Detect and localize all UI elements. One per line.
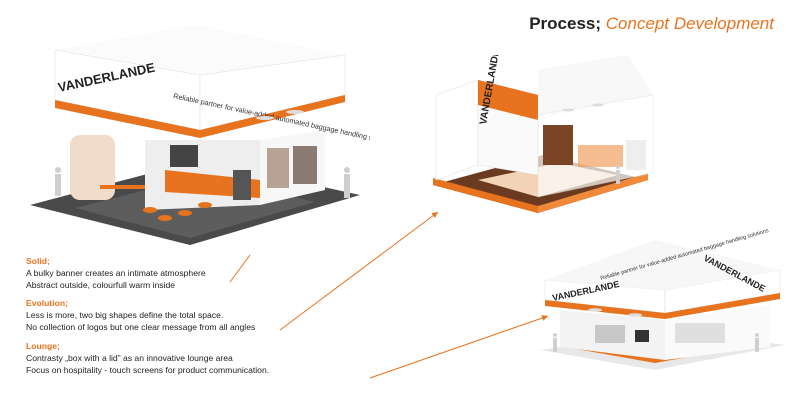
arrow-solid xyxy=(229,254,251,283)
evolution-stand-render: VANDERLANDE xyxy=(433,55,654,213)
section-line: Focus on hospitality - touch screens for… xyxy=(26,365,270,375)
section-line: A bulky banner creates an intimate atmos… xyxy=(26,268,206,278)
person-icon xyxy=(553,333,759,352)
title-main: Process; xyxy=(529,14,602,33)
person-icon xyxy=(55,167,350,198)
solid-stand-render: VANDERLANDE Reliable partner for value-a… xyxy=(30,25,370,245)
title-sub: Concept Development xyxy=(605,14,774,33)
section-line: Less is more, two big shapes define the … xyxy=(26,310,224,320)
section-evolution: Evolution; Less is more, two big shapes … xyxy=(26,297,255,333)
arrow-lounge xyxy=(369,315,549,379)
section-heading: Evolution; xyxy=(26,298,69,308)
person-icon xyxy=(616,165,620,184)
section-line: No collection of logos but one clear mes… xyxy=(26,322,256,332)
section-heading: Solid; xyxy=(26,256,50,266)
page-title: Process; Concept Development xyxy=(529,14,774,34)
section-lounge: Lounge; Contrasty „box with a lid” as an… xyxy=(26,340,269,376)
lounge-stand-render: VANDERLANDE VANDERLANDE Reliable partner… xyxy=(540,228,785,370)
section-solid: Solid; A bulky banner creates an intimat… xyxy=(26,255,206,291)
section-line: Contrasty „box with a lid” as an innovat… xyxy=(26,353,233,363)
arrow-evolution xyxy=(279,211,439,331)
section-line: Abstract outside, colourfull warm inside xyxy=(26,280,176,290)
section-heading: Lounge; xyxy=(26,341,60,351)
